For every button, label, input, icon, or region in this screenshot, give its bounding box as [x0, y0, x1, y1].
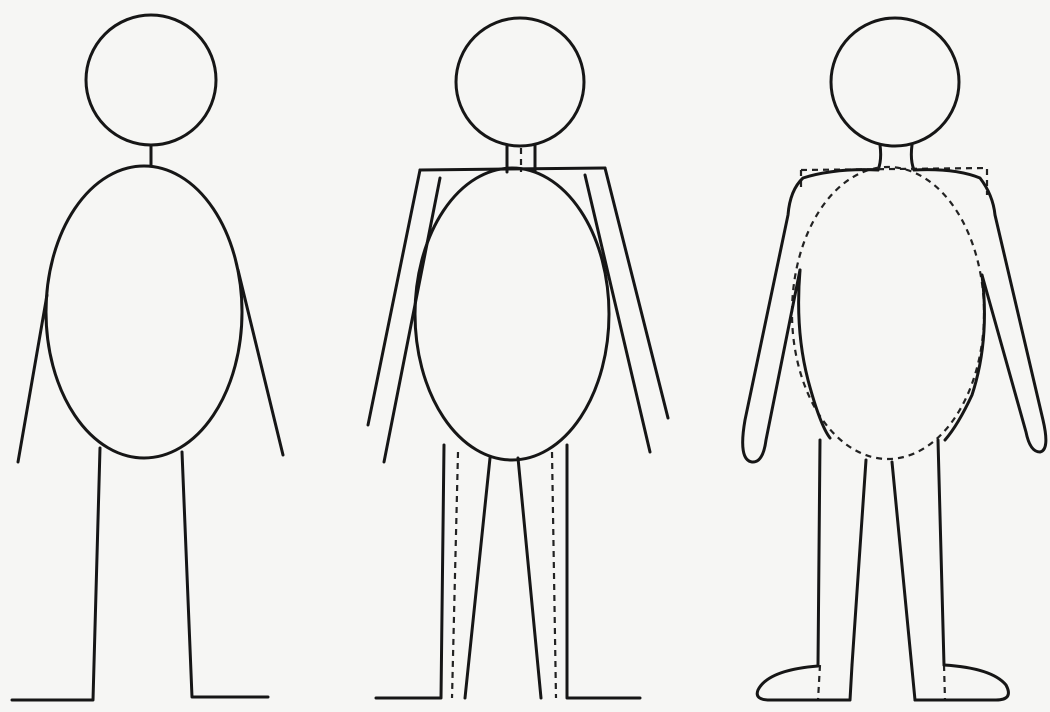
figure-3-right-leg-outer	[938, 440, 944, 665]
figure-1-left-arm	[18, 295, 47, 462]
figure-3-torso-left-side	[799, 270, 830, 438]
figure-3-fleshed-figure	[743, 18, 1046, 700]
figure-2-left-leg-centerline	[452, 452, 458, 698]
figure-2-blocked-figure	[368, 18, 668, 698]
figure-3-head	[831, 18, 959, 146]
figure-2-right-arm-outer	[605, 168, 668, 418]
figure-3-right-arm	[914, 170, 1046, 452]
figure-1-right-leg	[182, 452, 268, 697]
figure-2-head	[456, 18, 584, 146]
figure-2-left-leg-outer	[376, 445, 444, 698]
figure-1-torso	[46, 166, 242, 458]
figure-3-right-foot	[915, 665, 1008, 700]
figure-3-torso-guide	[792, 167, 984, 459]
figure-3-left-leg-inner	[852, 460, 866, 665]
figure-3-neck	[878, 145, 914, 170]
figure-2-right-leg-inner	[518, 458, 541, 698]
figure-2-right-leg-outer	[567, 445, 640, 698]
figure-2-left-arm-inner	[384, 178, 440, 462]
figure-2-left-leg-inner	[465, 458, 490, 698]
figure-1-right-arm	[238, 270, 283, 455]
figure-2-left-arm-outer	[368, 170, 420, 425]
figure-1-head	[86, 15, 216, 145]
figure-3-right-leg-inner	[892, 462, 915, 700]
figure-3-left-leg-outer	[818, 440, 820, 665]
figure-1-left-leg	[12, 448, 100, 700]
figure-2-torso	[415, 168, 609, 460]
figure-3-left-arm	[743, 170, 878, 462]
figure-3-left-leg-dash	[818, 665, 820, 700]
figure-3-left-foot	[757, 665, 852, 700]
figure-2-right-leg-centerline	[552, 452, 556, 698]
figure-3-right-leg-dash	[944, 665, 945, 700]
figure-1-stick-figure	[12, 15, 283, 700]
